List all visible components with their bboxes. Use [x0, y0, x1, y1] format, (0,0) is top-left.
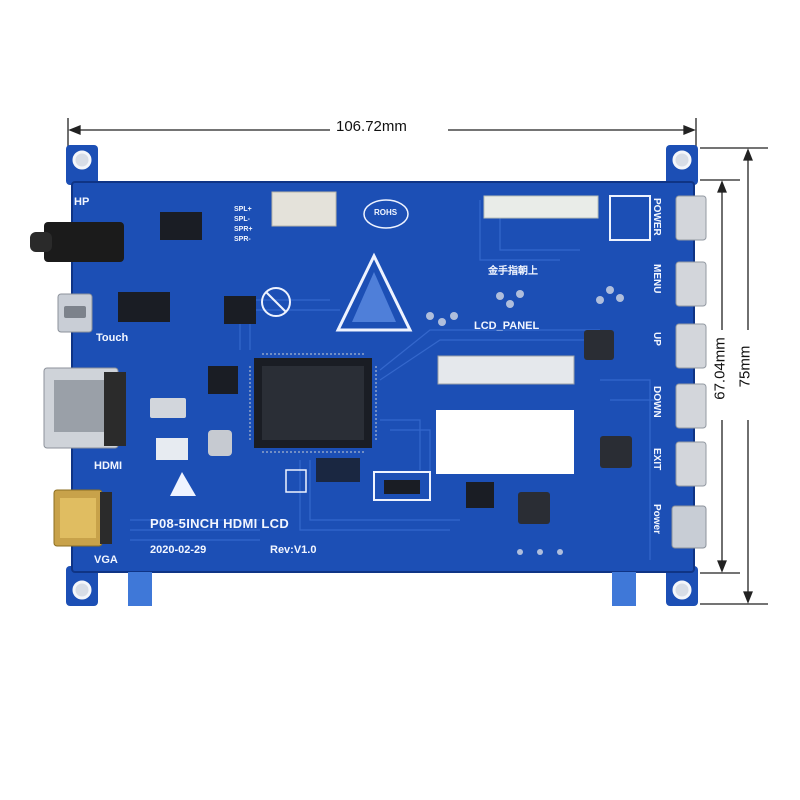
- via-dots: [426, 286, 624, 555]
- width-dimension-label: 106.72mm: [336, 118, 407, 135]
- bottom-tabs: [128, 572, 636, 606]
- cutout-window: [436, 410, 574, 474]
- esd-warning-symbol: [170, 252, 413, 496]
- gold-finger-note: 金手指朝上: [488, 266, 538, 277]
- top-connectors: [271, 191, 651, 474]
- audio-jack: [44, 222, 124, 262]
- speaker-pin-label-3: SPR+: [234, 226, 253, 233]
- outer-arrowhead-bottom: [743, 591, 753, 604]
- power-port-label: Power: [651, 504, 662, 535]
- arrowhead-right: [683, 125, 696, 135]
- power-button-label: POWER: [651, 198, 662, 236]
- inner-height-dimension-label: 67.04mm: [711, 337, 729, 400]
- outer-arrowhead-top: [743, 148, 753, 161]
- inductor-1: [584, 330, 614, 360]
- pcb-traces: [130, 200, 660, 560]
- rohs-label: ROHS: [374, 208, 398, 217]
- board-revision: Rev:V1.0: [270, 544, 317, 556]
- inductor-2: [600, 436, 632, 468]
- outer-height-dimension-label: 75mm: [736, 345, 754, 388]
- lcd-panel-label: LCD_PANEL: [474, 320, 540, 332]
- speaker-pin-label-1: SPL+: [234, 206, 252, 213]
- inner-arrowhead-top: [717, 180, 727, 193]
- speaker-pin-label-4: SPR-: [234, 236, 251, 243]
- inductor-3: [518, 492, 550, 524]
- mounting-ears: [66, 145, 698, 606]
- board-date: 2020-02-29: [150, 544, 207, 556]
- arrowhead-left: [68, 125, 81, 135]
- left-connectors: [30, 222, 126, 547]
- menu-button-label: MENU: [651, 264, 662, 294]
- down-button-label: DOWN: [651, 386, 662, 418]
- exit-button-label: EXIT: [651, 448, 662, 471]
- certification-marks: [261, 199, 409, 493]
- right-buttons: [671, 195, 707, 549]
- inner-arrowhead-bottom: [717, 560, 727, 573]
- up-button-label: UP: [651, 332, 662, 346]
- hp-label: HP: [74, 196, 90, 208]
- chips: [118, 212, 632, 524]
- pcb-board: [72, 182, 694, 572]
- speaker-pin-label-2: SPL-: [234, 216, 250, 223]
- hdmi-label: HDMI: [94, 460, 123, 472]
- vga-label: VGA: [94, 554, 118, 566]
- board-title: P08-5INCH HDMI LCD: [150, 516, 290, 531]
- touch-label: Touch: [96, 332, 129, 344]
